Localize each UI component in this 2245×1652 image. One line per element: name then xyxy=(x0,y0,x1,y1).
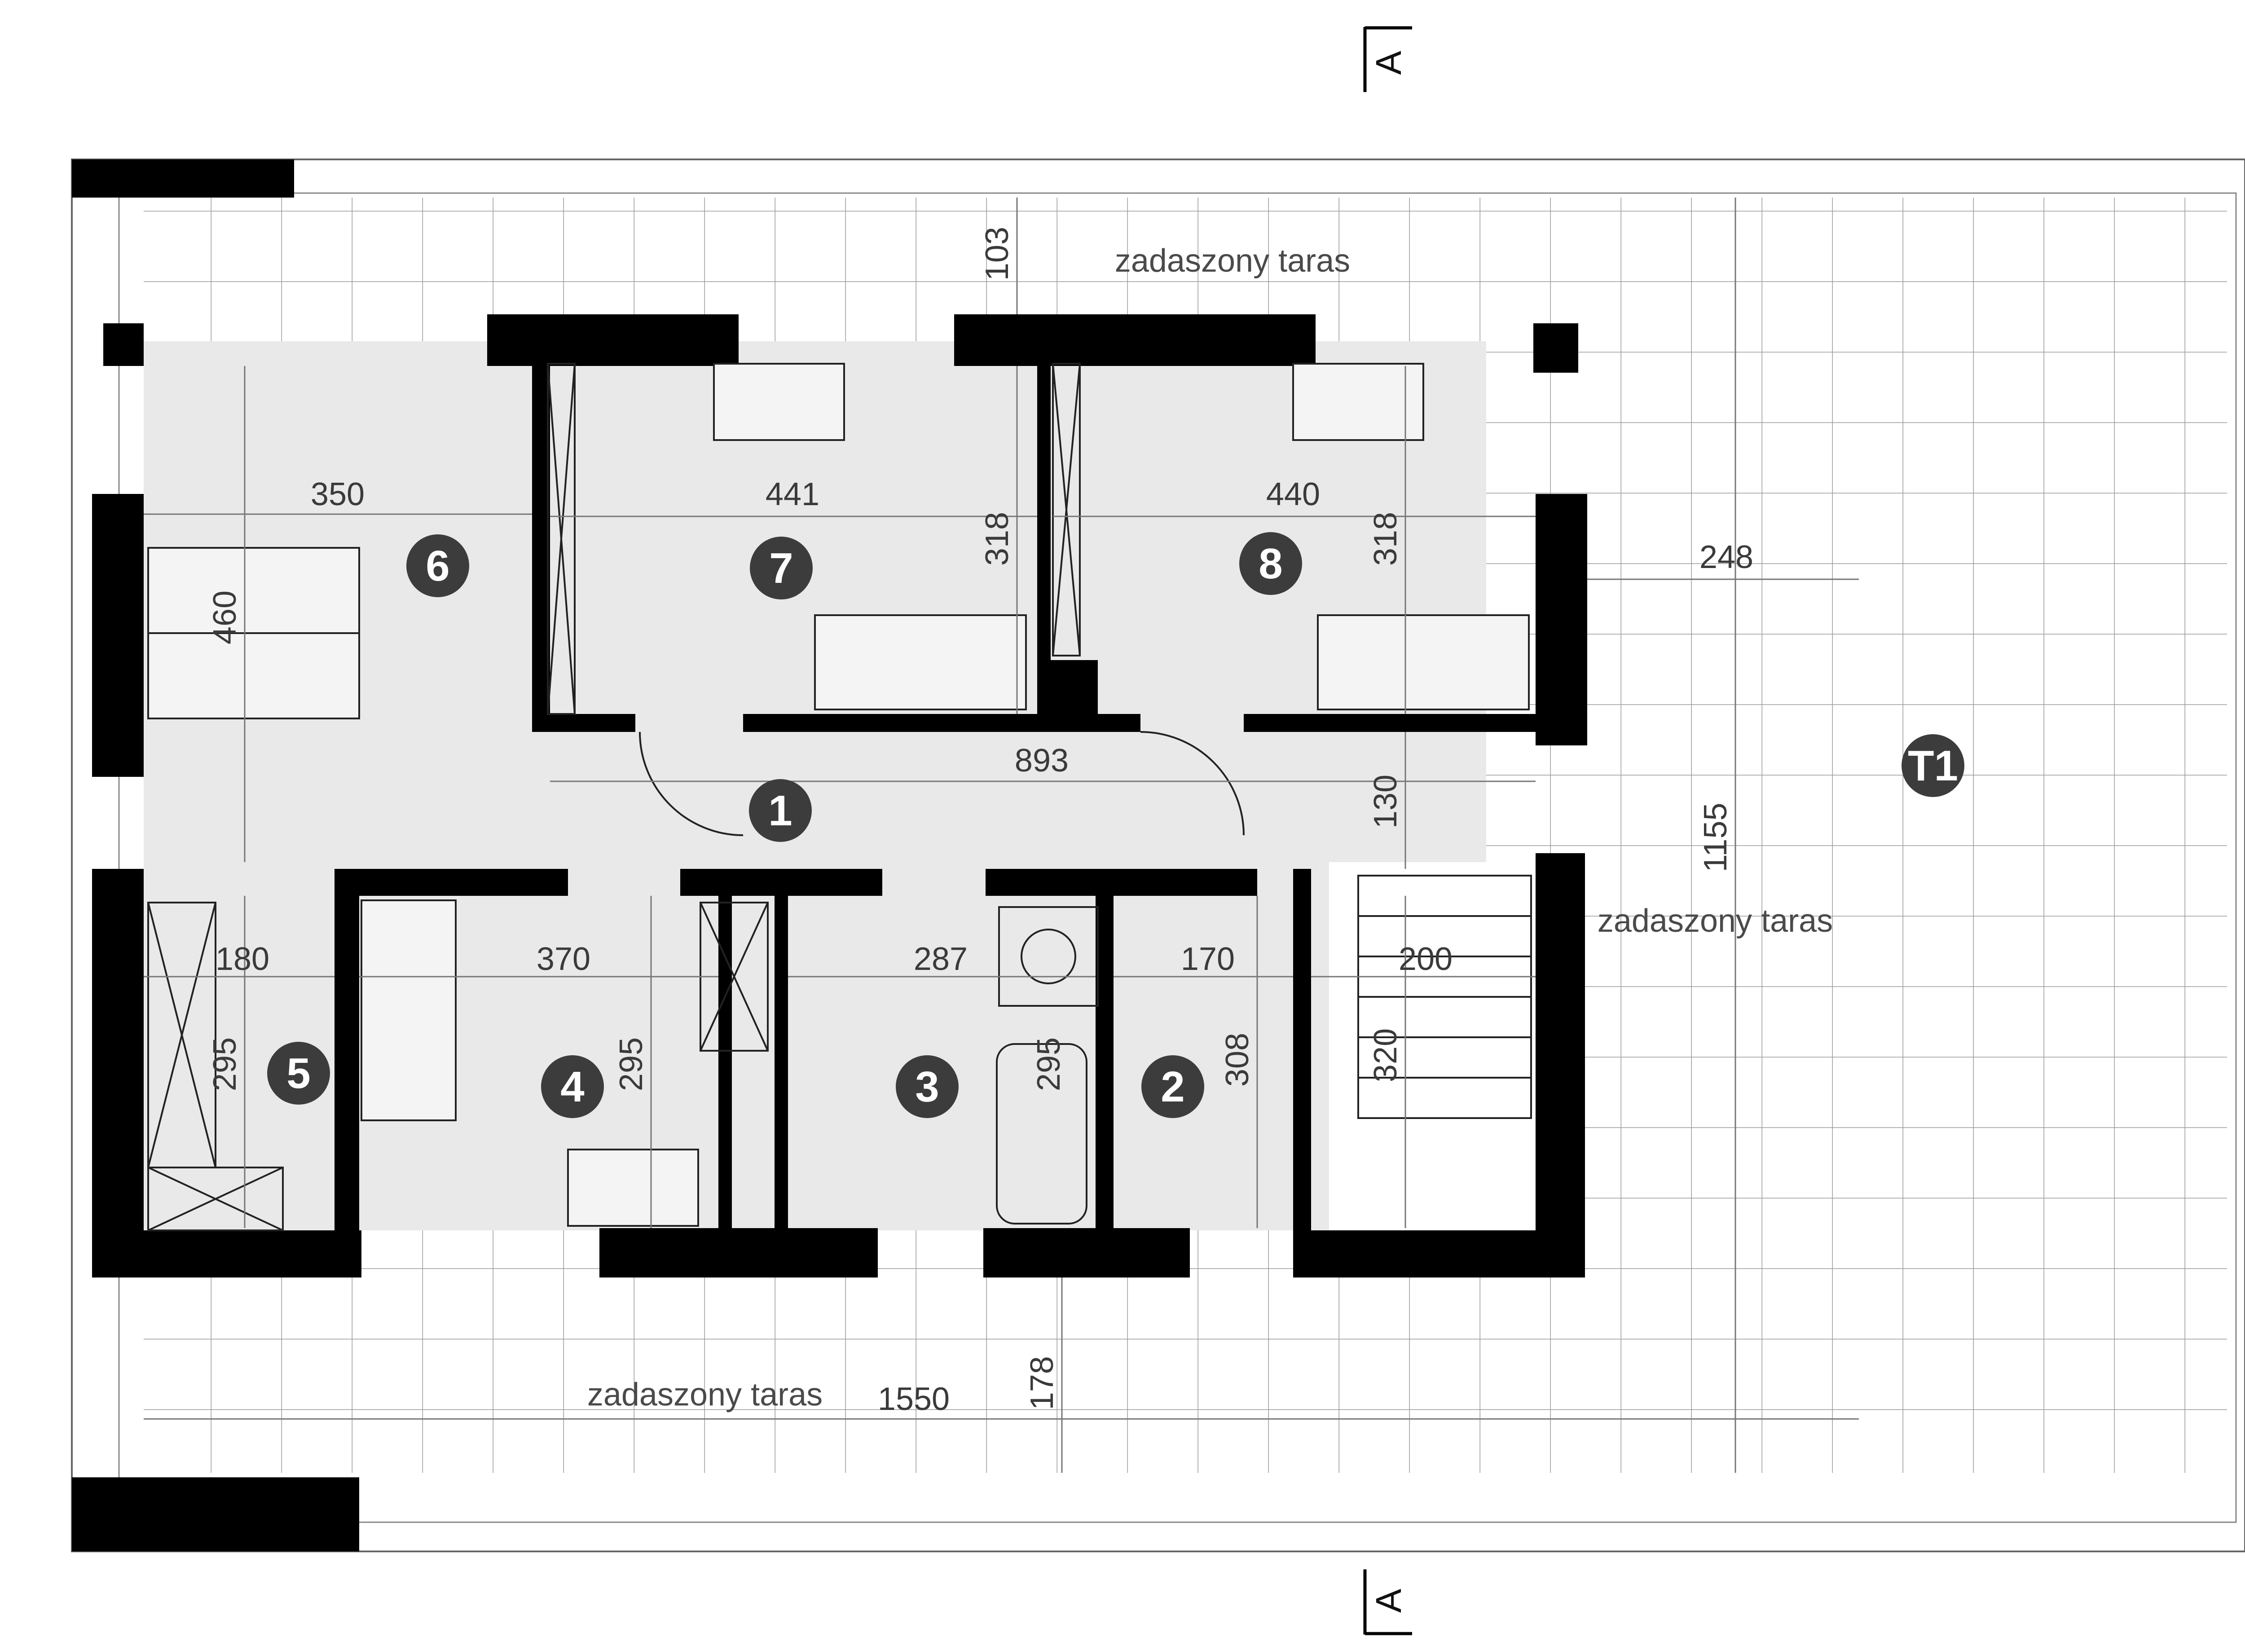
svg-text:3: 3 xyxy=(915,1063,939,1111)
room-badge-1: 1 xyxy=(749,779,812,842)
dim-room2-width: 170 xyxy=(1181,941,1235,977)
terrace-label-top: zadaszony taras xyxy=(1115,243,1350,279)
dim-room4-width: 370 xyxy=(537,941,590,977)
svg-text:4: 4 xyxy=(560,1063,584,1111)
room-badges: 1 2 3 4 5 6 7 8 T1 xyxy=(267,532,1964,1118)
dim-room5-depth: 295 xyxy=(207,1037,243,1091)
dimension-lines xyxy=(144,198,1859,1473)
room-badge-4: 4 xyxy=(541,1055,604,1118)
dim-hall-length: 893 xyxy=(1015,743,1069,779)
room-badge-t1: T1 xyxy=(1902,734,1964,797)
dim-room2-depth: 308 xyxy=(1219,1033,1255,1087)
svg-text:T1: T1 xyxy=(1908,742,1958,790)
room-badge-3: 3 xyxy=(896,1055,959,1118)
terrace-labels: zadaszony taras zadaszony taras zadaszon… xyxy=(587,243,1833,1413)
terrace-label-right: zadaszony taras xyxy=(1598,903,1833,939)
section-marker-top: A xyxy=(1363,26,1412,92)
room-badge-8: 8 xyxy=(1239,532,1302,595)
dim-room6-depth: 460 xyxy=(207,590,243,644)
dim-room6-width: 350 xyxy=(311,476,365,512)
svg-text:8: 8 xyxy=(1259,540,1282,588)
dim-room3-depth: 295 xyxy=(1031,1037,1067,1091)
svg-text:7: 7 xyxy=(769,544,793,592)
dim-terrace-top-depth: 103 xyxy=(979,227,1015,281)
dim-overall-depth: 1155 xyxy=(1698,803,1734,872)
terrace-label-bottom: zadaszony taras xyxy=(587,1377,823,1413)
walls xyxy=(72,159,1587,1551)
dim-hall-width: 130 xyxy=(1368,775,1404,828)
dim-terrace-bottom-depth: 178 xyxy=(1024,1356,1060,1410)
room-badge-5: 5 xyxy=(267,1042,330,1105)
dim-room3-width: 287 xyxy=(914,941,968,977)
dim-room7-width: 441 xyxy=(766,476,819,512)
furniture xyxy=(147,363,1532,1231)
dim-stair-depth: 320 xyxy=(1368,1028,1404,1082)
dim-room7-depth: 318 xyxy=(979,512,1015,566)
dim-room4-depth: 295 xyxy=(613,1037,649,1091)
room-badge-7: 7 xyxy=(750,537,813,599)
svg-text:2: 2 xyxy=(1161,1063,1184,1111)
svg-text:6: 6 xyxy=(426,542,449,590)
dim-terrace-right-width: 248 xyxy=(1699,539,1753,575)
dimension-labels: 103 350 460 441 318 440 318 248 893 130 … xyxy=(207,227,1753,1417)
dim-room5-width: 180 xyxy=(216,941,269,977)
dim-overall-width: 1550 xyxy=(878,1381,950,1417)
svg-text:A: A xyxy=(1369,1589,1409,1613)
section-marker-bottom: A xyxy=(1363,1569,1412,1635)
svg-text:1: 1 xyxy=(768,787,792,835)
room-badge-6: 6 xyxy=(406,534,469,597)
svg-text:5: 5 xyxy=(286,1049,310,1097)
dim-room8-depth: 318 xyxy=(1368,512,1404,566)
svg-text:A: A xyxy=(1369,51,1409,75)
room-badge-2: 2 xyxy=(1141,1055,1204,1118)
dim-stair-width: 200 xyxy=(1399,941,1453,977)
dim-room8-width: 440 xyxy=(1266,476,1320,512)
